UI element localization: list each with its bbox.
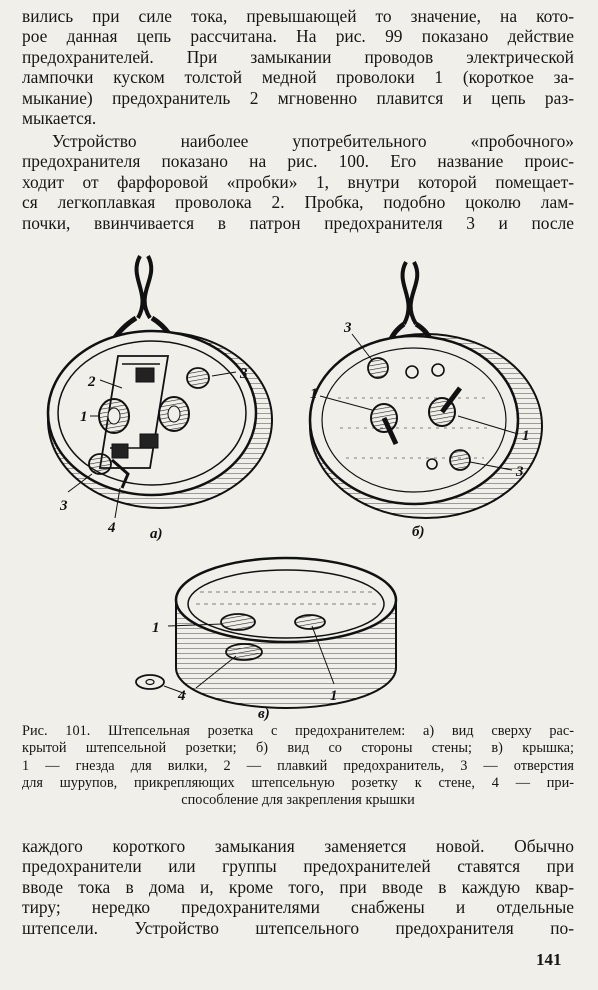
callout-4: 4: [177, 688, 186, 704]
text-line: ся легкоплавкая проволока 2. Пробка, под…: [22, 192, 574, 213]
text-line: мыкание) предохранитель 2 мгновенно плав…: [22, 87, 574, 108]
caption-line: Рис. 101. Штепсельная розетка с предохра…: [22, 723, 574, 739]
socket-wall-view-drawing: [308, 261, 543, 519]
paragraph-middle: Устройство наиболее употребительного «пр…: [22, 131, 574, 233]
text-line: каждого короткого замыкания заменяется н…: [22, 836, 574, 856]
callouts-a: 2 1 3 3 4 а): [59, 366, 248, 542]
text-line: лампочки куском толстой медной проволоки…: [22, 67, 574, 88]
callout-1: 1: [522, 428, 530, 444]
text-line: вились при силе тока, превышающей то зна…: [22, 6, 574, 26]
callout-3: 3: [239, 366, 248, 382]
figure-caption: Рис. 101. Штепсельная розетка с предохра…: [22, 723, 574, 809]
figure-label-v: в): [258, 706, 270, 722]
figure-101: 2 1 3 3 4 а): [46, 255, 543, 722]
text-line: Устройство наиболее употребительного «пр…: [52, 131, 574, 151]
callout-1: 1: [310, 386, 318, 402]
callout-4: 4: [107, 520, 116, 536]
figure-label-b: б): [412, 524, 424, 540]
callout-2: 2: [87, 374, 96, 390]
text-line: предохранителя показано на рис. 100. Его…: [22, 151, 574, 172]
text-line: вводе тока в дома и, кроме того, при вво…: [22, 876, 574, 897]
paragraph-top: вились при силе тока, превышающей то зна…: [22, 6, 574, 128]
text-line: штепсели. Устройство штепсельного предох…: [22, 917, 574, 938]
callout-1: 1: [80, 409, 88, 425]
callout-1: 1: [330, 688, 338, 704]
paragraph-bottom: каждого короткого замыкания заменяется н…: [22, 836, 574, 938]
callout-1: 1: [152, 620, 160, 636]
callout-3: 3: [59, 498, 68, 514]
text-line: почки, ввинчивается в патрон предохранит…: [22, 212, 574, 233]
text-line: ходит от фарфоровой «пробки» 1, внутри к…: [22, 171, 574, 192]
callouts-b: 3 1 1 3 б): [310, 320, 530, 540]
caption-line: 1 — гнезда для вилки, 2 — плавкий предох…: [22, 757, 574, 774]
socket-cover-drawing: [135, 556, 398, 709]
text-line: предохранителей. При замыкании проводов …: [22, 46, 574, 67]
caption-line: для шурупов, прикрепляющих штепсельную р…: [22, 774, 574, 791]
callout-3: 3: [515, 464, 524, 480]
page-number: 141: [536, 950, 562, 969]
text-line: мыкается.: [22, 108, 97, 129]
callout-3: 3: [343, 320, 352, 336]
caption-line: способление для закрепления крышки: [181, 792, 415, 809]
socket-top-view-drawing: [46, 255, 273, 519]
callouts-v: 1 1 4 в): [152, 620, 338, 722]
figure-label-a: а): [150, 526, 163, 542]
caption-line: крытой штепсельной розетки; б) вид со ст…: [22, 740, 574, 757]
text-line: рое данная цепь рассчитана. На рис. 99 п…: [22, 26, 574, 47]
text-line: предохранители или группы предохранителе…: [22, 856, 574, 877]
text-line: тиру; нередко предохранителями снабжены …: [22, 897, 574, 918]
